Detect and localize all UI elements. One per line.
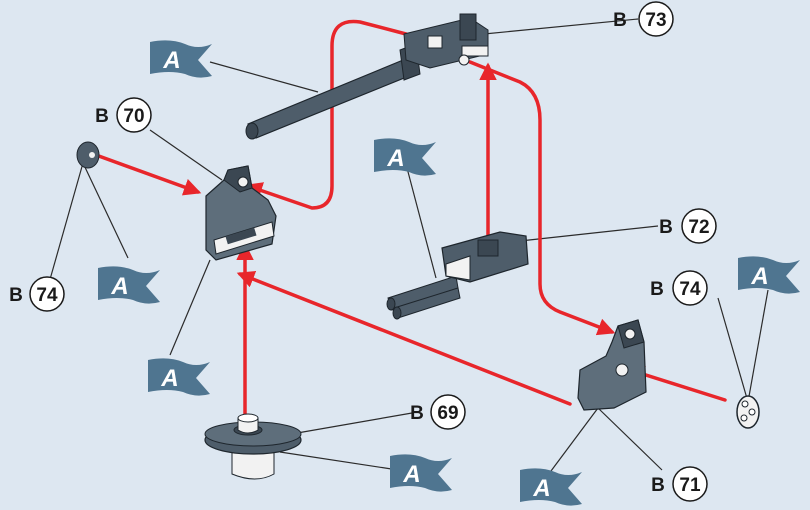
callout-69: B 69	[410, 394, 466, 430]
part-70-bracket	[205, 165, 277, 261]
callout-72: B 72	[659, 208, 717, 244]
callout-number: 69	[437, 403, 458, 424]
part-72-receiver	[386, 231, 529, 320]
flag-a-receiver: A	[374, 138, 436, 176]
leader-gun-barrel	[209, 61, 319, 93]
leader-69	[279, 412, 413, 437]
callout-71: B 71	[651, 466, 708, 502]
gun-pin	[458, 54, 470, 66]
callout-prefix: B	[9, 285, 23, 306]
flag-a-69: A	[390, 454, 452, 492]
callout-number: 71	[679, 475, 701, 496]
callout-number: 70	[123, 106, 144, 127]
leader-74-left-a	[82, 162, 129, 259]
part-71-bracket	[577, 319, 647, 411]
callout-number: 72	[688, 217, 709, 238]
callout-prefix: B	[613, 10, 627, 31]
leader-left-bracket	[169, 259, 211, 356]
leader-74-right-a	[747, 289, 769, 403]
leader-69-flag	[279, 451, 399, 471]
gun-sight	[459, 13, 477, 41]
callout-74-left: B 74	[9, 276, 65, 312]
leader-71	[597, 407, 663, 471]
arrow-73-to-71	[468, 60, 616, 336]
part-69-turntable	[204, 413, 302, 480]
leader-right-bracket-a	[547, 407, 599, 476]
flag-a-74-right: A	[738, 256, 800, 294]
flag-letter: A	[110, 273, 128, 300]
leader-72	[519, 225, 659, 242]
part-73-gun	[245, 13, 489, 140]
callout-prefix: B	[659, 217, 673, 238]
part-74-wheel-right	[736, 395, 760, 429]
flag-letter: A	[162, 47, 180, 74]
flag-a-bracket-left: A	[148, 358, 210, 396]
callout-number: 73	[645, 10, 666, 31]
arrow-71-to-70	[236, 270, 572, 406]
flag-a-gun: A	[150, 40, 212, 78]
flag-letter: A	[402, 461, 420, 488]
flag-letter: A	[750, 263, 768, 290]
arrow-73-to-70	[244, 19, 408, 210]
leader-lines	[46, 18, 769, 476]
part-74-disc-left	[76, 141, 100, 169]
leader-74-right-b	[717, 297, 749, 403]
leader-70	[149, 129, 223, 181]
callout-prefix: B	[410, 403, 424, 424]
gun-muzzle	[245, 122, 259, 140]
arrow-74-to-70	[94, 153, 202, 196]
callout-74-right: B 74	[650, 270, 708, 306]
flag-letter: A	[532, 475, 550, 502]
callout-prefix: B	[651, 475, 665, 496]
flag-a-bracket-right: A	[520, 468, 582, 506]
callout-number: 74	[679, 279, 701, 300]
callout-73: B 73	[613, 1, 674, 37]
flag-letter: A	[160, 365, 178, 392]
leader-74-left-b	[46, 162, 84, 291]
assembly-arrows	[94, 19, 727, 422]
callout-number: 74	[36, 285, 58, 306]
leader-bar-assembly	[406, 167, 437, 279]
callout-prefix: B	[650, 279, 664, 300]
flag-a-74-left: A	[98, 266, 160, 304]
flag-letter: A	[386, 145, 404, 172]
callout-70: B 70	[95, 97, 152, 133]
gun-detail	[427, 35, 443, 49]
leader-73	[483, 18, 639, 35]
gun-mount-white	[461, 45, 489, 57]
callout-prefix: B	[95, 106, 109, 127]
